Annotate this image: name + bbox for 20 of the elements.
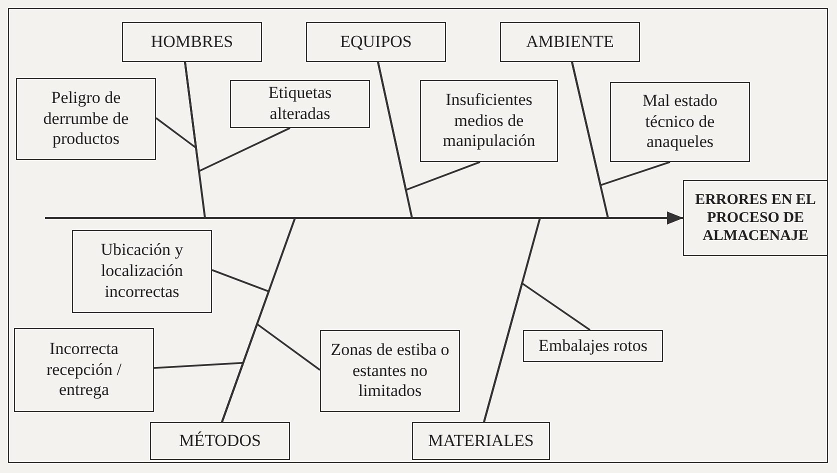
category-box: EQUIPOS (306, 22, 446, 62)
cause-box: Etiquetas alteradas (230, 80, 370, 128)
cause-box: Zonas de estiba o estantes no limitados (320, 330, 460, 412)
category-box: HOMBRES (122, 22, 262, 62)
cause-box: Incorrecta recepción / entrega (14, 328, 154, 412)
branch-line (221, 322, 321, 422)
branch-line (184, 62, 290, 173)
cause-box: Ubicación y localización incorrectas (72, 230, 212, 313)
effect-box: ERRORES EN EL PROCESO DE ALMACENAJE (683, 180, 828, 256)
branch-line (571, 62, 670, 186)
category-box: MÉTODOS (150, 422, 290, 460)
cause-box: Insuficientes medios de manipulación (420, 80, 558, 162)
cause-box: Embalajes rotos (523, 330, 663, 362)
category-box: MATERIALES (412, 422, 550, 460)
cause-box: Mal estado técnico de anaqueles (610, 82, 750, 162)
branch-line (377, 62, 480, 192)
bone-arrow (483, 212, 683, 422)
cause-box: Peligro de derrumbe de productos (16, 78, 156, 160)
category-box: AMBIENTE (500, 22, 640, 62)
branch-line (483, 282, 590, 422)
